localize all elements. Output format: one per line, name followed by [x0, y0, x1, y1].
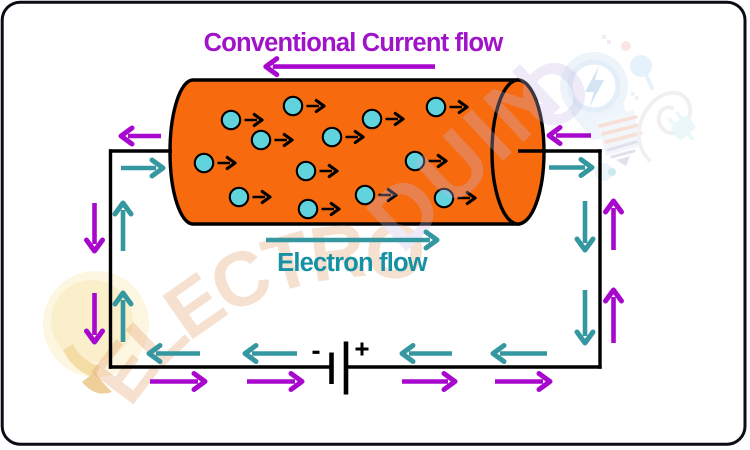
svg-text:Conventional Current flow: Conventional Current flow	[204, 29, 504, 57]
svg-text:Electron flow: Electron flow	[277, 249, 428, 277]
